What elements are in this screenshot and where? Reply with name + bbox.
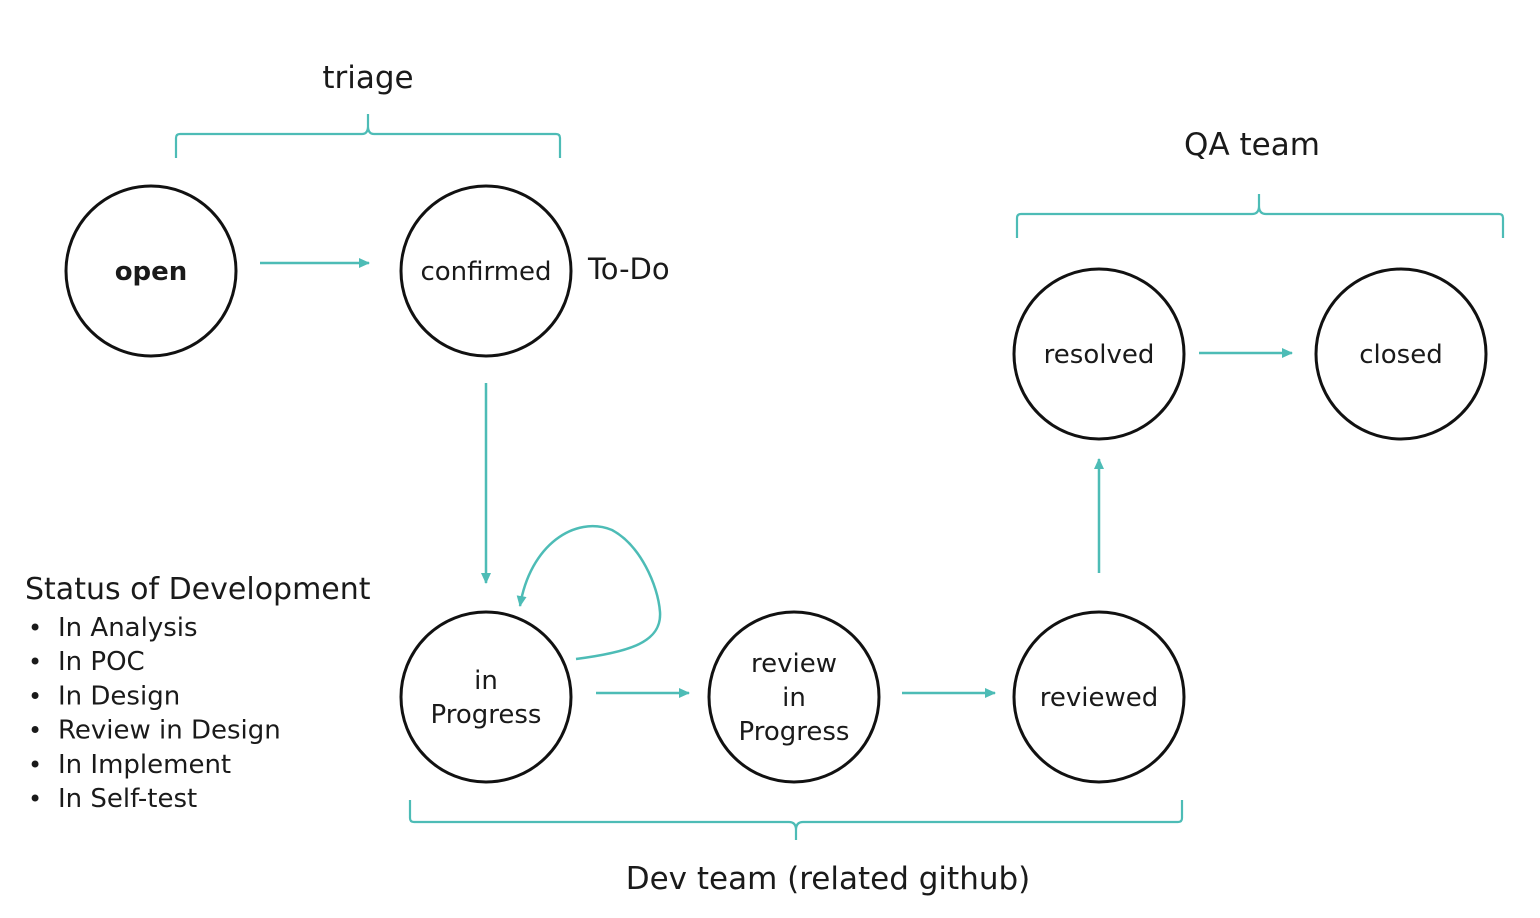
status-item: In Self-test xyxy=(58,784,197,814)
status-bullet: • xyxy=(28,785,42,813)
node-label-line: reviewed xyxy=(1040,683,1159,713)
status-bullet: • xyxy=(28,648,42,676)
dev-team-brace xyxy=(408,800,1184,840)
node-label-line: Progress xyxy=(431,700,542,730)
node-confirmed: confirmed xyxy=(399,184,573,358)
status-item: In Analysis xyxy=(58,613,198,643)
triage-brace xyxy=(174,114,562,158)
status-list: • In Analysis • In POC • In Design • Review in … xyxy=(28,613,281,814)
status-item: Review in Design xyxy=(58,716,281,746)
dev-team-label: Dev team (related github) xyxy=(626,861,1031,897)
node-label-line: resolved xyxy=(1044,340,1155,370)
status-of-development: Status of Development • In Analysis • In PO… xyxy=(25,572,371,814)
status-item: In Implement xyxy=(58,750,231,780)
triage-label: triage xyxy=(322,60,413,96)
node-closed: closed xyxy=(1314,267,1488,441)
node-reviewed: reviewed xyxy=(1012,610,1186,784)
node-label-line: open xyxy=(115,257,188,287)
edge-in-progress-self-loop xyxy=(516,524,662,661)
node-label-line: in xyxy=(782,683,806,713)
qa-team-label: QA team xyxy=(1184,127,1320,163)
node-resolved: resolved xyxy=(1012,267,1186,441)
status-bullet: • xyxy=(28,614,42,642)
status-title: Status of Development xyxy=(25,572,371,607)
status-bullet: • xyxy=(28,717,42,745)
node-open: open xyxy=(64,184,238,358)
status-item: In Design xyxy=(58,681,180,711)
todo-label: To-Do xyxy=(587,252,670,286)
node-label-line: closed xyxy=(1359,340,1442,370)
status-bullet: • xyxy=(28,682,42,710)
qa-team-brace xyxy=(1015,194,1505,238)
node-label-line: review xyxy=(751,649,837,679)
node-label-line: confirmed xyxy=(420,257,551,287)
node-label-line: in xyxy=(474,666,498,696)
status-bullet: • xyxy=(28,751,42,779)
node-label-line: Progress xyxy=(739,717,850,747)
status-item: In POC xyxy=(58,647,145,677)
